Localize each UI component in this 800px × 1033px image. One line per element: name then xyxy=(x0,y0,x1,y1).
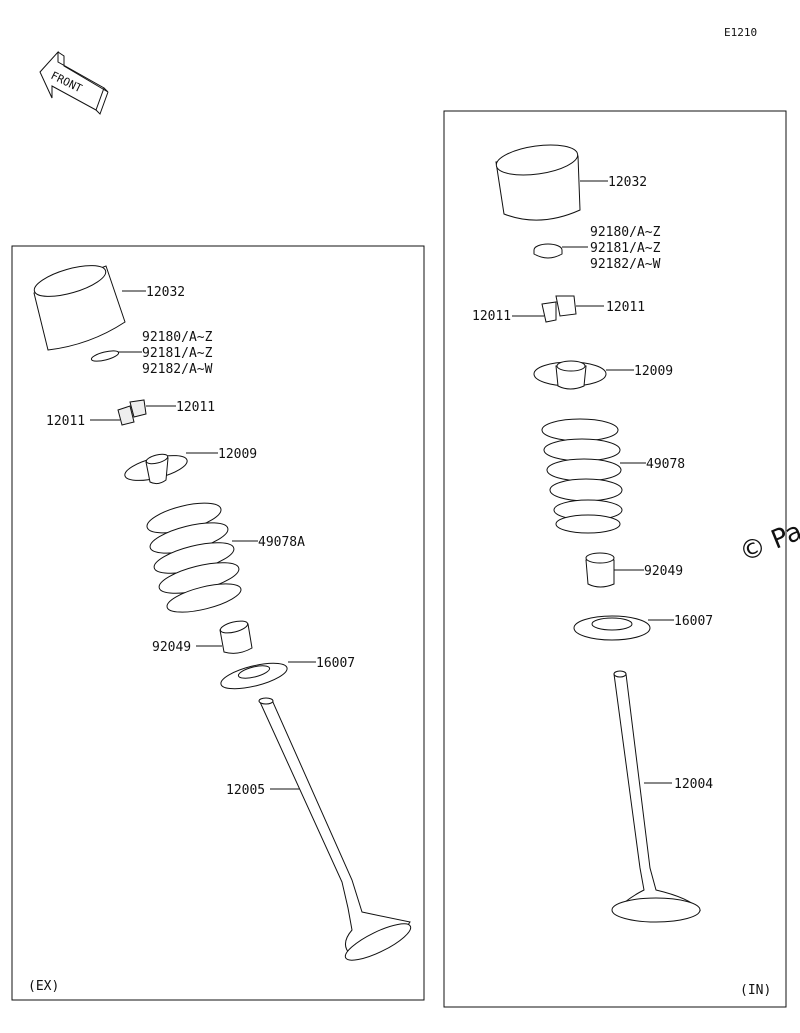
in-panel-frame xyxy=(443,110,787,1008)
ex-label-seat: 16007 xyxy=(316,656,355,671)
in-valve xyxy=(611,670,702,923)
in-label-shim-1: 92180/A~Z xyxy=(590,225,661,240)
in-retainer xyxy=(533,360,607,390)
in-label-valve: 12004 xyxy=(674,777,713,792)
front-arrow-icon: FRONT xyxy=(39,50,109,115)
ex-spring xyxy=(146,502,242,613)
in-label-retainer: 12009 xyxy=(634,364,673,379)
in-panel-caption: (IN) xyxy=(740,983,771,998)
ex-label-shim-1: 92180/A~Z xyxy=(142,330,213,345)
in-label-tappet: 12032 xyxy=(608,175,647,190)
in-cotters xyxy=(541,295,577,323)
ex-panel-frame xyxy=(11,245,425,1001)
in-label-seat: 16007 xyxy=(674,614,713,629)
ex-valve xyxy=(258,697,412,961)
in-label-shim-2: 92181/A~Z xyxy=(590,241,661,256)
in-label-spring: 49078 xyxy=(646,457,685,472)
ex-seal xyxy=(219,620,253,654)
ex-label-shim-3: 92182/A~W xyxy=(142,362,213,377)
in-label-seal: 92049 xyxy=(644,564,683,579)
ex-cotters xyxy=(117,399,147,426)
ex-label-cotter-left: 12011 xyxy=(46,414,85,429)
ex-label-cotter-right: 12011 xyxy=(176,400,215,415)
in-shim xyxy=(533,243,563,259)
watermark: © Parts xyxy=(735,504,800,569)
ex-label-tappet: 12032 xyxy=(146,285,185,300)
ex-tappet xyxy=(33,265,126,351)
in-label-shim-3: 92182/A~W xyxy=(590,257,661,272)
ex-label-retainer: 12009 xyxy=(218,447,257,462)
ex-label-shim-2: 92181/A~Z xyxy=(142,346,213,361)
in-label-cotter-right: 12011 xyxy=(606,300,645,315)
in-seal xyxy=(585,552,615,588)
in-label-cotter-left: 12011 xyxy=(472,309,511,324)
in-seat xyxy=(573,615,651,641)
ex-seat xyxy=(220,662,288,690)
in-tappet xyxy=(495,144,581,221)
ex-label-seal: 92049 xyxy=(152,640,191,655)
ex-panel-caption: (EX) xyxy=(28,979,59,994)
ex-shim xyxy=(90,350,120,362)
diagram-code: E1210 xyxy=(724,26,757,39)
ex-retainer xyxy=(124,453,188,485)
ex-label-valve: 12005 xyxy=(226,783,265,798)
in-spring xyxy=(541,418,623,534)
ex-label-spring: 49078A xyxy=(258,535,305,550)
